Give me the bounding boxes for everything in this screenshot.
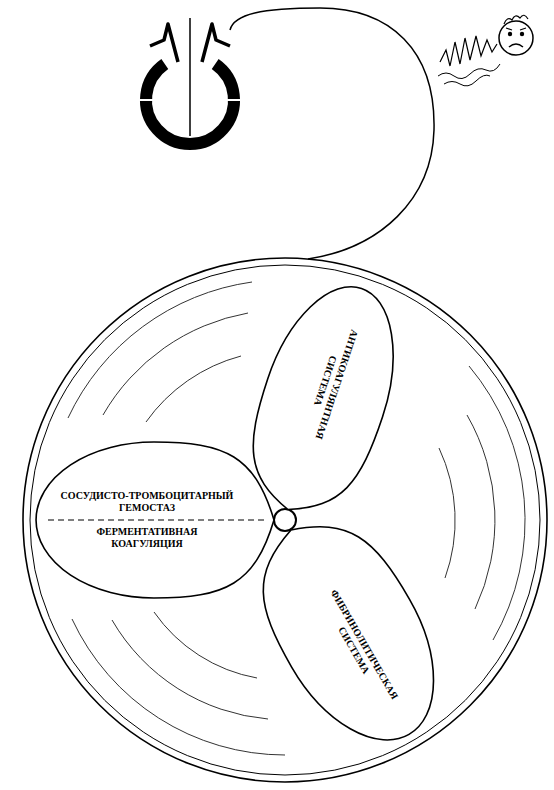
wavy-line bbox=[438, 64, 500, 79]
lobe-shape bbox=[231, 269, 419, 528]
plug-prong bbox=[150, 24, 178, 62]
cord bbox=[230, 8, 434, 259]
outer-circle bbox=[23, 258, 547, 782]
power-notch bbox=[136, 99, 174, 101]
swirl-arc bbox=[68, 282, 252, 418]
swirl-arc bbox=[154, 612, 257, 678]
lobe-label: СОСУДИСТО-ТРОМБОЦИТАРНЫЙ ГЕМОСТАЗ bbox=[51, 490, 243, 514]
face-eye bbox=[508, 32, 512, 36]
face bbox=[499, 21, 533, 55]
power-line bbox=[189, 18, 191, 136]
lobe-outline bbox=[34, 440, 274, 600]
lobe: СОСУДИСТО-ТРОМБОЦИТАРНЫЙ ГЕМОСТАЗ ФЕРМЕНТ… bbox=[34, 440, 274, 600]
dashed-divider bbox=[46, 519, 264, 520]
swirl-arc bbox=[146, 356, 241, 422]
lobe-shape bbox=[36, 442, 274, 598]
wavy-line bbox=[444, 75, 490, 86]
swirl-arc bbox=[439, 448, 455, 578]
lobe-text-group: СОСУДИСТО-ТРОМБОЦИТАРНЫЙ ГЕМОСТАЗ ФЕРМЕНТ… bbox=[51, 490, 243, 550]
lobe-sublabel: ФЕРМЕНТАТИВНАЯ КОАГУЛЯЦИЯ bbox=[81, 526, 213, 550]
swirl-arc bbox=[467, 415, 495, 609]
face-brow bbox=[506, 28, 526, 30]
swirl-arc bbox=[469, 366, 525, 640]
face-hair bbox=[504, 15, 528, 24]
swirl-arc bbox=[103, 313, 248, 415]
power-notch bbox=[206, 99, 244, 101]
lobe-shape bbox=[232, 496, 468, 768]
face-mouth bbox=[509, 44, 523, 47]
zigzag bbox=[440, 36, 497, 66]
inner-circle bbox=[30, 265, 540, 775]
lobe: АНТИКОАГУЛЯНТНАЯ СИСТЕМА bbox=[229, 267, 422, 529]
swirl-arc bbox=[112, 620, 268, 719]
face-eye bbox=[520, 32, 524, 36]
hub-circle bbox=[274, 509, 296, 531]
plug-prong bbox=[202, 24, 230, 62]
